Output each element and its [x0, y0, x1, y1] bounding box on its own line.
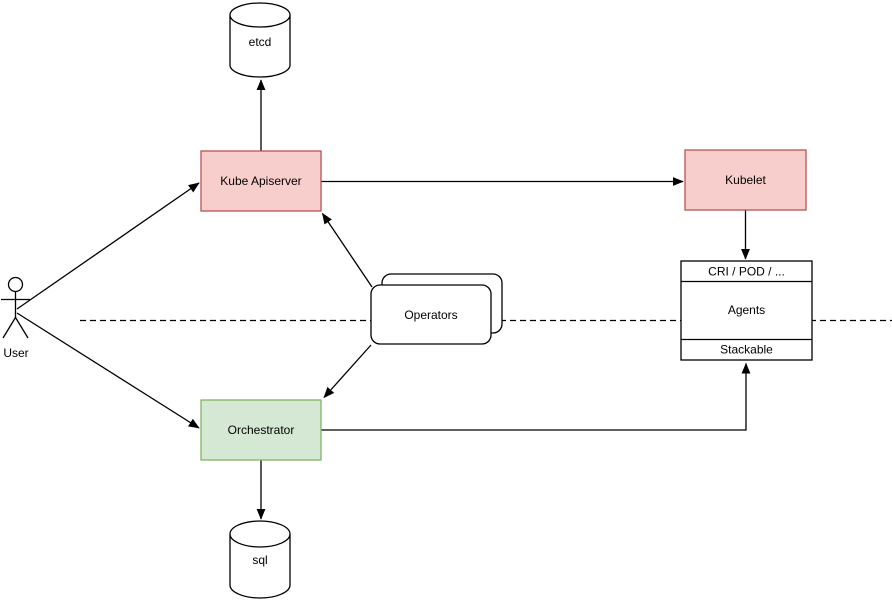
kubelet-label: Kubelet — [725, 173, 766, 187]
node-orchestrator[interactable]: Orchestrator — [200, 399, 322, 461]
node-sql[interactable]: sql — [229, 520, 291, 599]
node-operators[interactable]: Operators — [370, 273, 503, 345]
edge-user-to-kube-apiserver — [16, 182, 200, 310]
orchestrator-label: Orchestrator — [228, 423, 295, 437]
operators-front-card — [370, 284, 492, 345]
edge-operators-to-kube-apiserver — [321, 212, 373, 288]
agents-stack-box — [680, 260, 813, 361]
kube-apiserver-box — [200, 150, 322, 212]
edges — [16, 79, 751, 520]
agents-label: Agents — [728, 303, 765, 317]
cri-pod-label: CRI / POD / ... — [708, 265, 785, 279]
database-cylinder-icon — [229, 2, 291, 78]
node-user[interactable]: User — [1, 276, 30, 361]
edge-user-to-orchestrator — [16, 312, 200, 429]
node-kubelet[interactable]: Kubelet — [684, 149, 807, 211]
node-etcd[interactable]: etcd — [229, 2, 291, 78]
edge-operators-to-orchestrator — [323, 344, 372, 399]
sql-label: sql — [252, 553, 267, 567]
node-kube-apiserver[interactable]: Kube Apiserver — [200, 150, 322, 212]
node-agents-stack[interactable]: CRI / POD / ... Agents Stackable — [680, 260, 813, 361]
etcd-label: etcd — [249, 35, 272, 49]
operators-label: Operators — [404, 308, 457, 322]
actor-stick-figure-icon — [1, 276, 30, 339]
edge-orchestrator-to-stackable — [321, 362, 751, 431]
orchestrator-box — [200, 399, 322, 461]
kubelet-box — [684, 149, 807, 211]
stackable-label: Stackable — [720, 343, 773, 357]
user-label: User — [3, 346, 28, 360]
database-cylinder-icon — [229, 520, 291, 599]
kube-apiserver-label: Kube Apiserver — [220, 174, 301, 188]
